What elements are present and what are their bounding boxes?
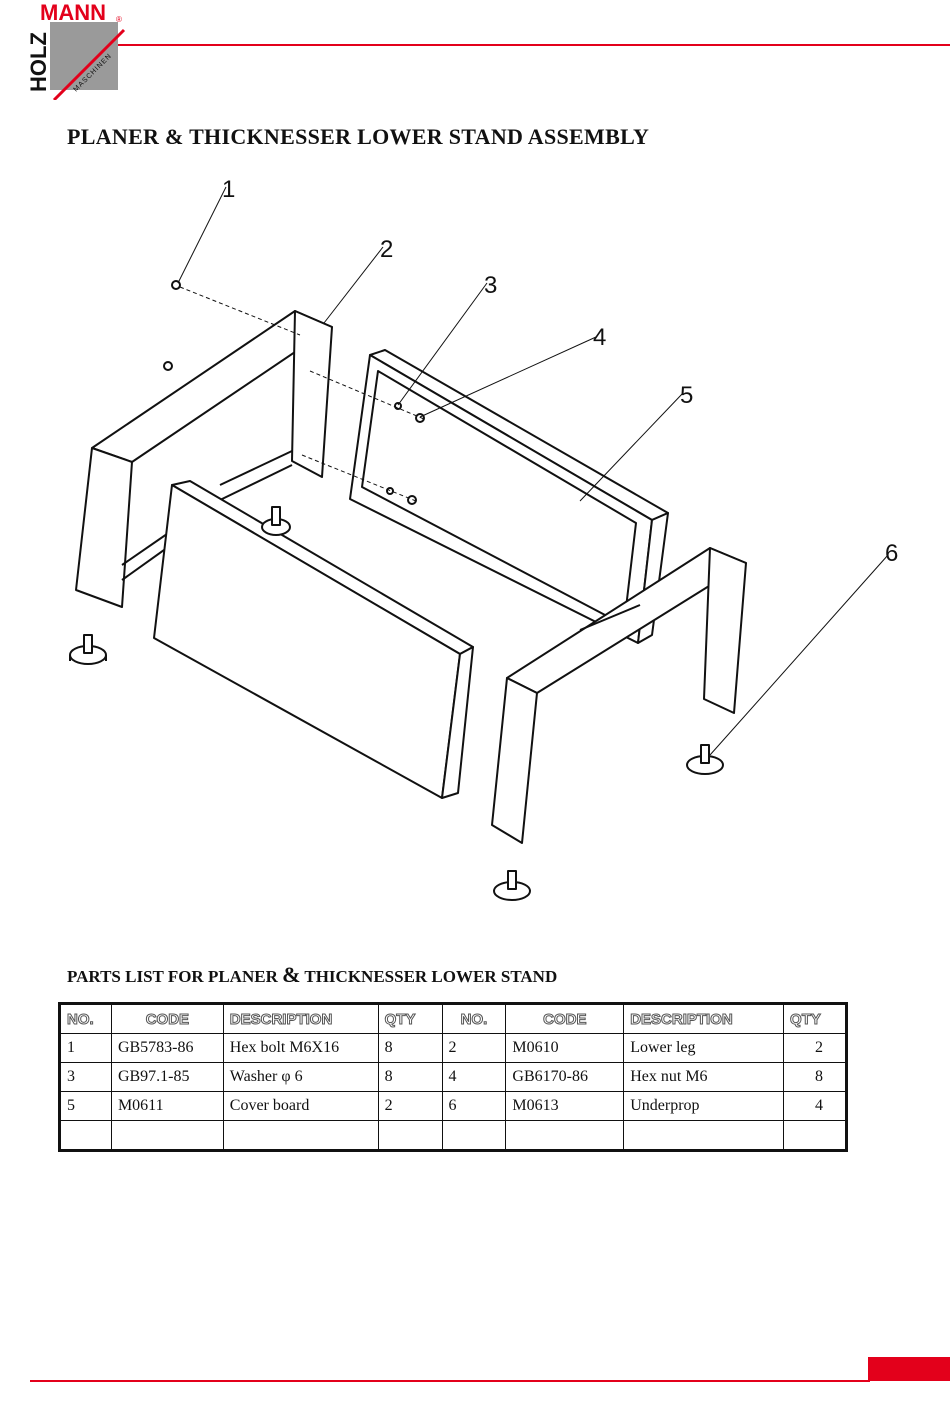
callout-3: 3 [484, 272, 497, 299]
callout-leaders [177, 186, 889, 756]
cover-board-left [153, 480, 474, 799]
cell: GB6170-86 [505, 1062, 625, 1092]
cell: M0611 [110, 1091, 224, 1121]
cell: Hex nut M6 [623, 1062, 785, 1092]
cover-board-back [349, 349, 669, 644]
lower-leg-right [491, 547, 747, 844]
cell [505, 1120, 625, 1151]
header-red-rule [118, 44, 950, 46]
cell: 4 [783, 1091, 847, 1121]
cell: 1 [59, 1033, 112, 1063]
cell: 8 [377, 1033, 443, 1063]
parts-list-title-pre: PARTS LIST FOR PLANER [67, 967, 283, 986]
logo-mann-text: MANN [40, 0, 106, 25]
cell: 8 [783, 1062, 847, 1092]
header-description-2: DESCRIPTION [623, 1003, 785, 1034]
page-title: PLANER & THICKNESSER LOWER STAND ASSEMBL… [67, 124, 650, 149]
header-code-2: CODE [505, 1003, 625, 1034]
header-code: CODE [110, 1003, 224, 1034]
callout-6: 6 [885, 540, 898, 567]
washer-and-nut [301, 370, 425, 505]
cell: 2 [377, 1091, 443, 1121]
cell: M0613 [505, 1091, 625, 1121]
cell: Washer φ 6 [222, 1062, 379, 1092]
parts-list-title-post: THICKNESSER LOWER STAND [300, 967, 558, 986]
parts-list-title-amp: & [282, 962, 301, 987]
underprop-back-left [261, 506, 291, 536]
cell [59, 1120, 112, 1151]
parts-table: NO. CODE DESCRIPTION QTY NO. CODE DESCRI… [58, 1002, 848, 1152]
table-row: 1 GB5783-86 Hex bolt M6X16 8 2 M0610 Low… [59, 1033, 847, 1063]
footer-red-block [868, 1357, 950, 1381]
header-qty-2: QTY [783, 1003, 847, 1034]
cell: M0610 [505, 1033, 625, 1063]
logo-grey-square [50, 22, 118, 90]
table-row: 5 M0611 Cover board 2 6 M0613 Underprop … [59, 1091, 847, 1121]
assembly-diagram: 1 2 3 4 5 6 [69, 176, 898, 901]
lower-leg-left [75, 310, 333, 608]
callout-5: 5 [680, 382, 693, 409]
underprop-front-left [69, 634, 107, 665]
cell: 8 [377, 1062, 443, 1092]
table-row: 3 GB97.1-85 Washer φ 6 8 4 GB6170-86 Hex… [59, 1062, 847, 1092]
cell: Underprop [623, 1091, 785, 1121]
cell: 5 [59, 1091, 112, 1121]
cell: Cover board [222, 1091, 379, 1121]
cell [623, 1120, 785, 1151]
logo-red-diagonal [52, 28, 126, 100]
table-header-row: NO. CODE DESCRIPTION QTY NO. CODE DESCRI… [59, 1003, 847, 1034]
parts-list-title: PARTS LIST FOR PLANER & THICKNESSER LOWE… [67, 962, 557, 988]
cell [222, 1120, 379, 1151]
cell: 3 [59, 1062, 112, 1092]
cell [441, 1120, 507, 1151]
cell: Lower leg [623, 1033, 785, 1063]
logo-holz-text: HOLZ [26, 32, 51, 92]
holzmann-logo: MANN ® HOLZ MASCHINEN [26, 0, 126, 100]
underprop-front-right [493, 870, 531, 901]
header-no-2: NO. [441, 1003, 507, 1034]
cell [110, 1120, 224, 1151]
cell: GB5783-86 [110, 1033, 224, 1063]
cell: Hex bolt M6X16 [222, 1033, 379, 1063]
cell: GB97.1-85 [110, 1062, 224, 1092]
header-no: NO. [59, 1003, 112, 1034]
header-description: DESCRIPTION [222, 1003, 379, 1034]
cell: 4 [441, 1062, 507, 1092]
footer-red-rule [30, 1380, 870, 1382]
cell: 2 [441, 1033, 507, 1063]
table-row-empty [59, 1120, 847, 1151]
cell: 2 [783, 1033, 847, 1063]
cell [377, 1120, 443, 1151]
underprop-back-right [686, 744, 724, 775]
callout-2: 2 [380, 236, 393, 263]
cell: 6 [441, 1091, 507, 1121]
callout-1: 1 [222, 176, 235, 203]
header-qty: QTY [377, 1003, 443, 1034]
callout-4: 4 [593, 324, 606, 351]
logo-registered: ® [116, 15, 122, 24]
cell [783, 1120, 847, 1151]
